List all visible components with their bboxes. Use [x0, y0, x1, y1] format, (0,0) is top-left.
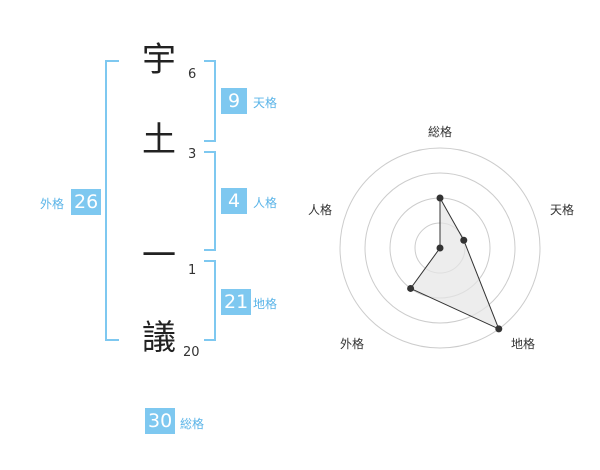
radar-grid — [339, 147, 541, 349]
jinkaku-bracket — [204, 151, 216, 251]
soukaku-label: 総格 — [180, 417, 205, 431]
radar-points — [407, 194, 503, 333]
tenkaku-value: 9 — [221, 88, 247, 114]
soukaku-value: 30 — [145, 408, 176, 434]
radar-grid-ring — [364, 172, 516, 324]
chikaku-label: 地格 — [253, 297, 278, 311]
radar-point-2 — [460, 236, 468, 244]
tenkaku-bracket — [204, 60, 216, 142]
radar-axis-label-gaikaku: 外格 — [340, 337, 365, 351]
radar-axis-label-tenkaku: 天格 — [550, 203, 575, 217]
radar-point-1 — [436, 194, 444, 202]
stroke-count-2: 3 — [188, 147, 197, 162]
radar-axis-label-jinkaku: 人格 — [308, 203, 333, 217]
name-char-1: 宇 — [142, 40, 176, 80]
gaikaku-label: 外格 — [40, 197, 65, 211]
radar-point-4 — [407, 284, 415, 292]
gaikaku-value: 26 — [71, 189, 102, 215]
radar-axis-label-chikaku: 地格 — [511, 337, 536, 351]
stroke-count-3: 1 — [188, 263, 197, 278]
chikaku-bracket — [204, 260, 216, 341]
radar-point-3 — [495, 325, 503, 333]
name-char-4: 議 — [142, 318, 176, 358]
name-char-3: 一 — [142, 236, 176, 276]
chikaku-value: 21 — [221, 289, 252, 315]
radar-polygon — [409, 196, 500, 330]
radar-grid-ring — [339, 147, 541, 349]
stroke-count-4: 20 — [183, 345, 200, 360]
jinkaku-value: 4 — [221, 188, 247, 214]
gaikaku-bracket — [105, 60, 119, 341]
name-char-2: 土 — [142, 120, 176, 160]
jinkaku-label: 人格 — [253, 196, 278, 210]
tenkaku-label: 天格 — [253, 96, 278, 110]
radar-axis-label-soukaku: 総格 — [428, 125, 453, 139]
radar-point-5 — [436, 244, 444, 252]
stroke-count-1: 6 — [188, 67, 197, 82]
radar-series-area — [409, 196, 500, 330]
